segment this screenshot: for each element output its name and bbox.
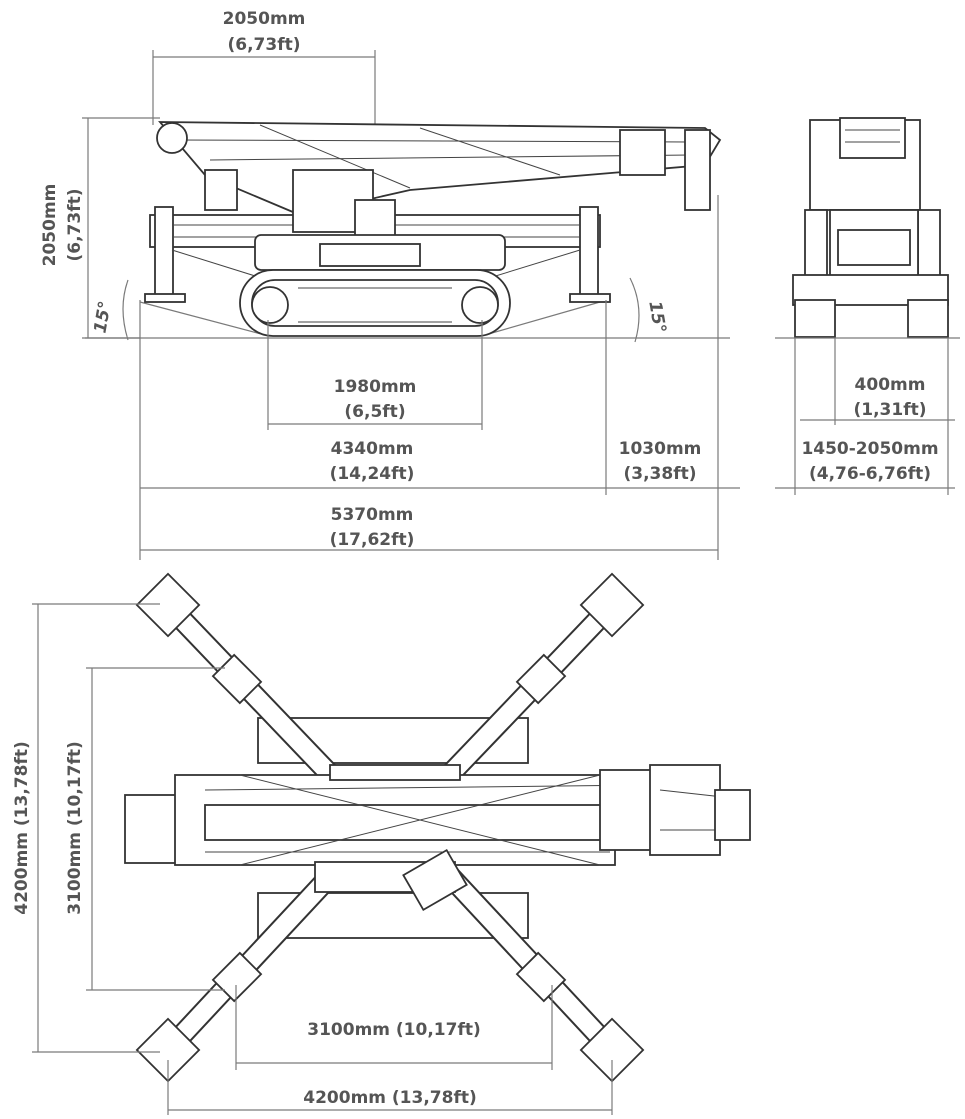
width-range-ft: (4,76-6,76ft)	[809, 464, 931, 484]
track-width-ft: (1,31ft)	[853, 400, 926, 420]
track-mm: 1980mm	[334, 377, 417, 397]
total-mm: 5370mm	[331, 505, 414, 525]
side-view: 2050mm (6,73ft) 2050mm (6,73ft) 15° 15°	[40, 9, 740, 560]
track-width-mm: 400mm	[855, 375, 926, 395]
width-range-mm: 1450-2050mm	[801, 439, 938, 459]
angle-left: 15°	[90, 300, 115, 335]
total-ft: (17,62ft)	[330, 530, 415, 550]
outer-horizontal-dim: 4200mm (13,78ft)	[303, 1088, 477, 1108]
front-view: 400mm (1,31ft) 1450-2050mm (4,76-6,76ft)	[775, 117, 960, 495]
overhang-mm: 1030mm	[619, 439, 702, 459]
height-mm: 2050mm	[40, 184, 60, 267]
inner-horizontal-dim: 3100mm (10,17ft)	[307, 1020, 481, 1040]
top-width-ft: (6,73ft)	[227, 35, 300, 55]
overhang-ft: (3,38ft)	[623, 464, 696, 484]
angle-right: 15°	[644, 300, 669, 335]
outer-vertical-dim: 4200mm (13,78ft)	[12, 741, 32, 915]
top-view: 4200mm (13,78ft) 3100mm (10,17ft) 3100mm…	[12, 572, 751, 1115]
height-ft: (6,73ft)	[65, 188, 85, 261]
inner-vertical-dim: 3100mm (10,17ft)	[65, 741, 85, 915]
track-ft: (6,5ft)	[344, 402, 405, 422]
top-width-mm: 2050mm	[223, 9, 306, 29]
length-mm: 4340mm	[331, 439, 414, 459]
length-ft: (14,24ft)	[330, 464, 415, 484]
